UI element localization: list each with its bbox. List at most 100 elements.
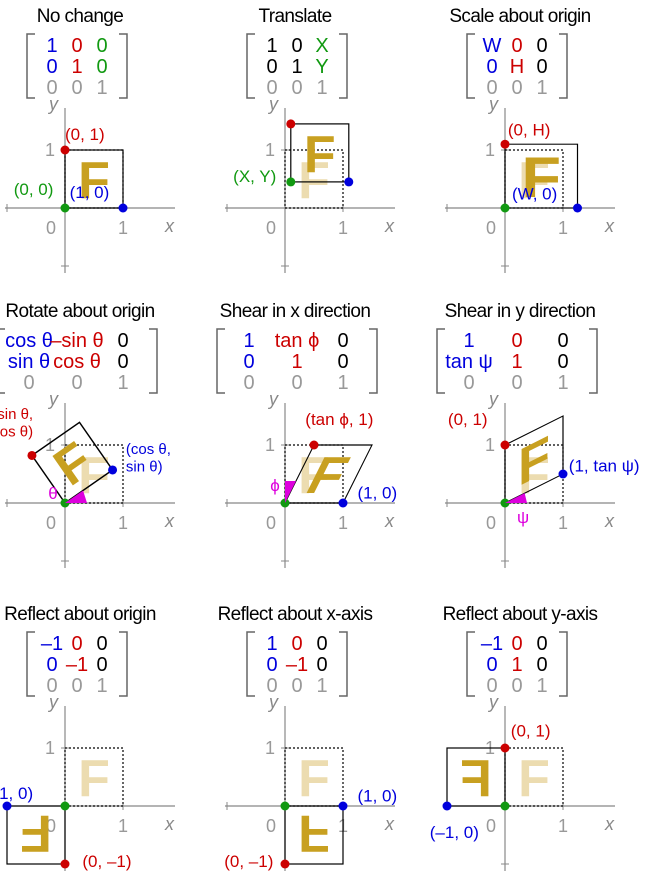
panel-title: Scale about origin: [449, 6, 590, 27]
tick-label-x-one: 1: [118, 513, 128, 533]
point-label: (1, tan ψ): [569, 456, 640, 475]
matrix-cell: 1: [46, 35, 57, 57]
matrix-cell: –1: [41, 633, 63, 655]
origin-point: [500, 801, 510, 811]
origin-point: [500, 203, 510, 213]
x-axis-label: x: [164, 216, 175, 236]
matrix-bracket-left: [26, 631, 35, 697]
matrix-cell: 0: [291, 35, 302, 57]
matrix-cell: 1: [511, 654, 522, 676]
letter-ghost: F: [518, 152, 550, 210]
matrix-cell: 0: [23, 372, 34, 394]
letter-transformed: F: [460, 750, 492, 808]
matrix-bracket-left: [0, 328, 5, 394]
x-basis-point: [344, 177, 354, 187]
matrix-cell: 1: [96, 77, 107, 99]
matrix-cell: 0: [486, 77, 497, 99]
point-label: (0, 1): [65, 125, 105, 144]
matrix-bracket-left: [26, 33, 35, 99]
matrix-cell: 0: [291, 633, 302, 655]
matrix-cell: 0: [71, 35, 82, 57]
matrix-cell: 1: [536, 675, 547, 697]
matrix-cell: 0: [536, 35, 547, 57]
matrix-cell: 0: [291, 77, 302, 99]
matrix-cell: 0: [557, 330, 568, 352]
point-label: (W, 0): [512, 185, 557, 204]
y-axis-label: y: [487, 692, 499, 712]
matrix-cell: tan ψ: [445, 351, 493, 373]
y-basis-point: [286, 119, 296, 129]
transformed-square: [64, 149, 124, 209]
point-label: (–1, 0): [0, 784, 33, 803]
matrix-bracket-left: [466, 33, 475, 99]
panel-title: Shear in x direction: [220, 301, 371, 322]
point-label: (tan ϕ, 1): [305, 410, 373, 429]
matrix-cell: 0: [96, 654, 107, 676]
origin-point: [60, 203, 70, 213]
matrix-bracket-right: [149, 328, 158, 394]
letter-transformed: F: [304, 126, 336, 184]
matrix-bracket-left: [436, 328, 445, 394]
x-axis-label: x: [164, 814, 175, 834]
tick-label-x-one: 1: [118, 816, 128, 836]
matrix-cell: 0: [536, 654, 547, 676]
origin-point: [280, 801, 290, 811]
y-axis-label: y: [267, 94, 279, 114]
tick-label-zero: 0: [266, 218, 276, 238]
angle-label: ϕ: [270, 476, 280, 495]
matrix-cell: H: [510, 56, 524, 78]
transformed-shape: F: [504, 143, 579, 209]
matrix-cell: 0: [511, 330, 522, 352]
matrix-cell: 1: [71, 56, 82, 78]
y-basis-point: [500, 440, 510, 450]
matrix-bracket-right: [589, 328, 598, 394]
y-axis-label: y: [487, 389, 499, 409]
matrix-cell: 1: [291, 56, 302, 78]
matrix-cell: –sin θ: [50, 330, 103, 352]
x-basis-point: [338, 801, 348, 811]
point-label: (1, 0): [358, 787, 398, 806]
tick-label-x-one: 1: [338, 513, 348, 533]
matrix-cell: 0: [46, 77, 57, 99]
panel-title: Rotate about origin: [5, 301, 154, 322]
matrix-cell: 0: [316, 633, 327, 655]
matrix-cell: Y: [315, 56, 328, 78]
y-axis-label: y: [267, 389, 279, 409]
tick-label-x-one: 1: [118, 218, 128, 238]
transformed-square: [446, 747, 506, 807]
matrix-bracket-left: [466, 631, 475, 697]
tick-label-x-one: 1: [338, 218, 348, 238]
x-axis-label: x: [384, 511, 395, 531]
transformed-square: [504, 143, 579, 209]
y-basis-point: [309, 440, 319, 450]
matrix-cell: 1: [243, 330, 254, 352]
matrix-cell: 1: [96, 675, 107, 697]
matrix-cell: –1: [286, 654, 308, 676]
matrix-cell: 1: [316, 675, 327, 697]
tick-label-y-one: 1: [265, 435, 275, 455]
matrix-bracket-left: [246, 33, 255, 99]
matrix-cell: 0: [117, 351, 128, 373]
x-axis-label: x: [164, 511, 175, 531]
letter-ghost: F: [298, 750, 330, 808]
matrix-cell: 0: [291, 372, 302, 394]
x-basis-point: [573, 203, 582, 213]
matrix-cell: 0: [316, 654, 327, 676]
letter-transformed: F: [20, 804, 52, 862]
point-label: cos θ): [0, 424, 33, 441]
transformed-shape: F: [290, 123, 350, 184]
matrix-bracket-right: [339, 631, 348, 697]
tick-label-y-one: 1: [45, 738, 55, 758]
point-label: (cos θ,: [126, 441, 171, 458]
tick-label-y-one: 1: [45, 435, 55, 455]
panel-title: Translate: [258, 6, 331, 27]
letter-ghost: F: [78, 750, 110, 808]
angle-wedge: [285, 481, 296, 503]
